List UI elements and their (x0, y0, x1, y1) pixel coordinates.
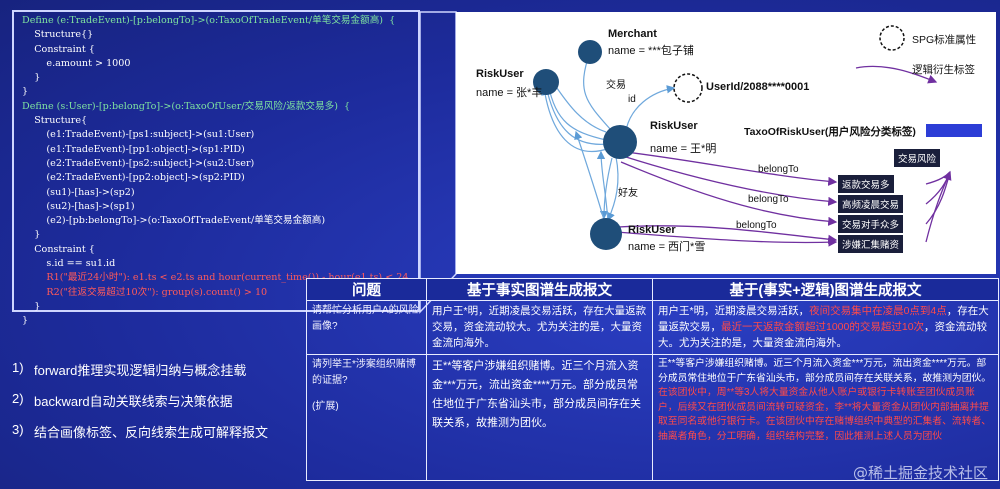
row1-fact: 用户王*明，近期凌晨交易活跃，存在大量返款交易，资金流动较大。尤为关注的是，大量… (426, 300, 653, 355)
tag-many-counterparts: 交易对手众多 (838, 215, 904, 233)
code-line: (e2:TradeEvent)-[ps2:subject]->(su2:User… (22, 157, 255, 169)
edge-label-trade: 交易 (606, 80, 626, 91)
list-item: 1)forward推理实现逻辑归纳与概念挂载 (12, 360, 247, 378)
code-line: Define (s:User)-[p:belongTo]->(o:TaxoOfU… (22, 100, 351, 112)
tag-gambling-funds: 涉嫌汇集赌资 (838, 235, 904, 253)
row2-logic: 王**等客户涉嫌组织赌博。近三个月流入资金***万元，流出资金****万元。部分… (652, 354, 999, 481)
header-fact: 基于事实图谱生成报文 (426, 278, 653, 301)
row2-question: 请列举王*涉案组织赌博的证据?(扩展) (306, 354, 427, 481)
code-line: (e2:TradeEvent)-[pp2:object]->(sp2:PID) (22, 172, 245, 184)
code-line: } (22, 229, 41, 241)
graph-edges (533, 25, 982, 250)
riskuser-left-title: RiskUser (476, 68, 524, 80)
code-line: e.amount > 1000 (22, 57, 131, 69)
code-line: } (22, 300, 41, 312)
code-line: (e2)-[pb:belongTo]->(o:TaxoOfTradeEvent/… (22, 215, 326, 227)
riskuser-bottom-title: RiskUser (628, 224, 676, 236)
edge-label-belong2: belongTo (748, 194, 789, 205)
code-line: (su2)-[has]->(sp1) (22, 200, 135, 212)
knowledge-graph-panel: Merchant name = ***包子铺 RiskUser name = 张… (456, 12, 996, 274)
tag-night-trade: 高频凌晨交易 (838, 195, 904, 213)
list-item: 3)结合画像标签、反向线索生成可解释报文 (12, 422, 269, 440)
riskuser-left-node (533, 69, 559, 95)
table-row: 请列举王*涉案组织赌博的证据?(扩展) 王**等客户涉嫌组织赌博。近三个月流入资… (306, 354, 999, 481)
code-line: } (22, 315, 29, 327)
code-line: Define (e:TradeEvent)-[p:belongTo]->(o:T… (22, 15, 396, 26)
header-question: 问题 (306, 278, 427, 301)
riskuser-center-title: RiskUser (650, 120, 698, 132)
merchant-title: Merchant (608, 28, 657, 40)
legend-spg-label: SPG标准属性 (912, 34, 977, 46)
legend-spg-icon (879, 25, 905, 51)
riskuser-bottom-name: name = 西门*雪 (628, 241, 706, 253)
merchant-node (578, 40, 602, 64)
userid-node (673, 73, 703, 103)
code-line: Constraint { (22, 243, 95, 255)
code-line: } (22, 86, 29, 98)
report-comparison-table: 问题 基于事实图谱生成报文 基于(事实+逻辑)图谱生成报文 请帮忙分析用户A的风… (306, 278, 999, 481)
rule-code-panel: Define (e:TradeEvent)-[p:belongTo]->(o:T… (12, 10, 420, 326)
legend-logic-label: 逻辑衍生标签 (912, 64, 975, 76)
code-line: (e1:TradeEvent)-[ps1:subject]->(su1:User… (22, 129, 255, 141)
merchant-name: name = ***包子铺 (608, 45, 694, 57)
edge-label-belong1: belongTo (758, 164, 799, 175)
code-line: Structure{ (22, 115, 88, 127)
taxo-title: TaxoOfRiskUser(用户风险分类标签) (744, 126, 916, 138)
tag-trade-risk: 交易风险 (894, 149, 941, 167)
tag-refund: 返款交易多 (838, 175, 894, 193)
riskuser-center-name: name = 王*明 (650, 143, 717, 155)
code-line: (e1:TradeEvent)-[pp1:object]->(sp1:PID) (22, 143, 245, 155)
legend-arrow (855, 65, 938, 84)
row1-logic: 用户王*明，近期凌晨交易活跃，夜间交易集中在凌晨0点到4点，存在大量返款交易，最… (652, 300, 999, 355)
table-row: 请帮忙分析用户A的风险画像? 用户王*明，近期凌晨交易活跃，存在大量返款交易，资… (306, 300, 999, 355)
riskuser-center-node (603, 125, 637, 159)
header-fact-logic: 基于(事实+逻辑)图谱生成报文 (652, 278, 999, 301)
watermark: @稀土掘金技术社区 (852, 464, 988, 482)
taxo-color-bar (926, 124, 982, 137)
riskuser-bottom-node (590, 218, 622, 250)
code-line: s.id == su1.id (22, 258, 116, 270)
code-line: R2("往返交易超过10次"): group(s).count() > 10 (22, 286, 268, 298)
list-item: 2)backward自动关联线索与决策依据 (12, 391, 233, 409)
feature-list: 1)forward推理实现逻辑归纳与概念挂载 2)backward自动关联线索与… (12, 360, 302, 453)
code-line: (su1)-[has]->(sp2) (22, 186, 135, 198)
row1-question: 请帮忙分析用户A的风险画像? (306, 300, 427, 355)
edge-label-belong3: belongTo (736, 220, 777, 231)
edge-label-friend: 好友 (618, 188, 638, 199)
row2-fact: 王**等客户涉嫌组织赌博。近三个月流入资金***万元，流出资金****万元。部分… (426, 354, 653, 481)
code-line: Constraint { (22, 43, 95, 55)
code-line: Structure{} (22, 29, 94, 41)
code-line: R1("最近24小时"): e1.ts < e2.ts and hour(cur… (22, 272, 409, 284)
code-line: } (22, 72, 41, 84)
riskuser-left-name: name = 张*丰 (476, 87, 543, 99)
edge-label-id: id (628, 94, 636, 105)
userid-label: UserId/2088****0001 (706, 81, 810, 93)
